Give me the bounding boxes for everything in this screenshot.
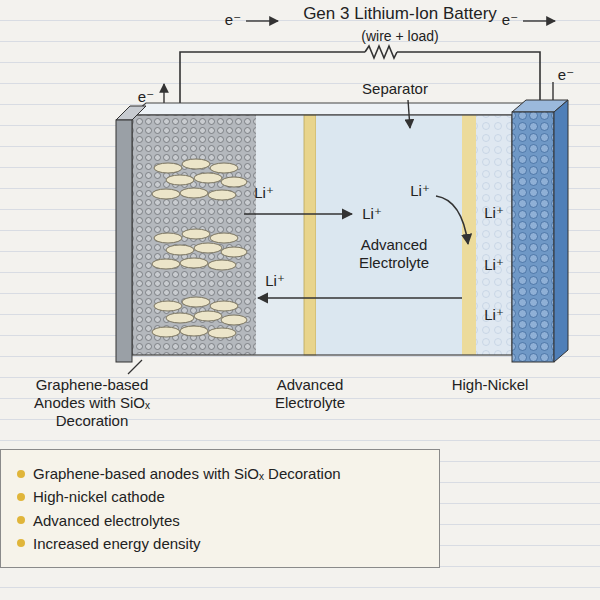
ion-label: Li⁺ [254, 184, 274, 202]
diagram-title: Gen 3 Lithium-Ion Battery [303, 4, 497, 24]
bullet-text: Increased energy density [33, 532, 201, 555]
bullet-dot [17, 516, 25, 524]
bullet-text: High-nickel cathode [33, 485, 165, 508]
ion-label: Li⁺ [362, 205, 382, 223]
ion-label: Li⁺ [410, 182, 430, 200]
region-label: Advanced Electrolyte [339, 236, 449, 272]
ion-label: Li⁺ [484, 306, 504, 324]
bullet-dot [17, 539, 25, 547]
anode-leader [128, 360, 142, 374]
wire-label: (wire + load) [361, 28, 438, 45]
bullet-dot [17, 470, 25, 478]
bullet-row: High-nickel cathode [17, 485, 423, 508]
battery-cell [116, 100, 568, 362]
ion-label: Li⁺ [484, 204, 504, 222]
ion-arrows [244, 196, 468, 298]
part-label: High-Nickel [452, 376, 529, 394]
bullet-dot [17, 493, 25, 501]
bullet-row: Increased energy density [17, 532, 423, 555]
ion-label: Li⁺ [484, 256, 504, 274]
bullet-row: Advanced electrolytes [17, 509, 423, 532]
electron-label: e⁻ [138, 88, 154, 106]
ion-label: Li⁺ [265, 272, 285, 290]
electron-label: e⁻ [225, 11, 241, 29]
bullet-text: Advanced electrolytes [33, 509, 180, 532]
separator-leader [408, 100, 410, 128]
summary-box: Graphene-based anodes with SiOₓ Decorati… [0, 449, 440, 568]
graphene-flakes [152, 159, 247, 338]
part-label: Advanced Electrolyte [255, 376, 365, 412]
electron-label: e⁻ [558, 66, 574, 84]
bullet-text: Graphene-based anodes with SiOₓ Decorati… [33, 462, 341, 485]
bullet-row: Graphene-based anodes with SiOₓ Decorati… [17, 462, 423, 485]
part-label: Separator [362, 80, 428, 98]
part-label: Graphene-based Anodes with SiOₓ Decorati… [12, 376, 172, 430]
electron-label: e⁻ [502, 11, 518, 29]
